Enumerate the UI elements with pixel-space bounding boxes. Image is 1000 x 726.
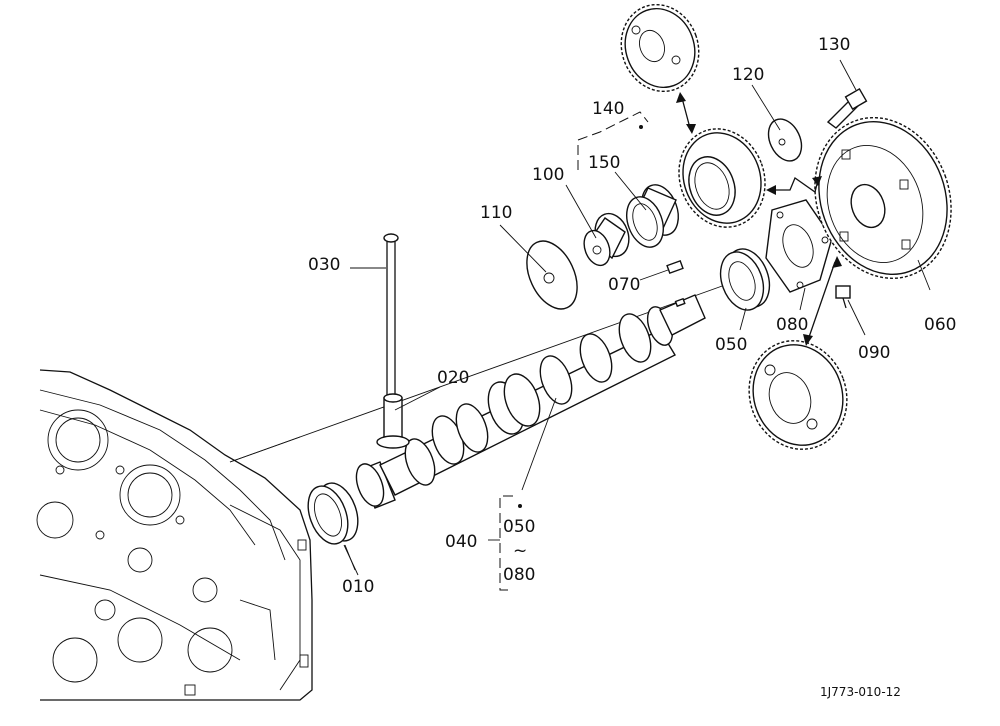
label-150: 150: [588, 153, 620, 173]
arrow-upper-gear: [681, 97, 691, 129]
part-080-gear-plate: [765, 199, 833, 293]
lower-gear-reference: [748, 340, 848, 450]
part-110-thrust-plate: [526, 240, 578, 310]
part-120-washer: [767, 118, 803, 162]
part-150-bushing: [626, 184, 679, 248]
label-130: 130: [818, 35, 850, 55]
drawing-code: 1J773-010-12: [820, 685, 901, 699]
part-020-tappet: [376, 393, 410, 449]
label-100: 100: [532, 165, 564, 185]
part-060-cam-gear: [814, 117, 952, 279]
arrow-lower-gear: [807, 261, 836, 341]
part-030-push-rod: [383, 233, 399, 395]
label-090: 090: [858, 343, 890, 363]
label-040: 040: [445, 532, 477, 552]
engine-block: [36, 369, 313, 701]
part-090-bolt: [835, 285, 851, 309]
part-010-bushing: [307, 482, 359, 571]
label-080: 080: [776, 315, 808, 335]
mesh-arrow: [770, 177, 819, 194]
label-range-tilde: ~: [513, 541, 527, 561]
label-120: 120: [732, 65, 764, 85]
label-070: 070: [608, 275, 640, 295]
label-140: 140: [592, 99, 624, 119]
part-050-ball-bearing: [719, 248, 771, 311]
label-050-range-start: 050: [503, 517, 535, 537]
label-110: 110: [480, 203, 512, 223]
label-060: 060: [924, 315, 956, 335]
part-100-hub: [583, 212, 630, 267]
label-050: 050: [715, 335, 747, 355]
camshaft-axis-line: [229, 284, 726, 463]
label-020: 020: [437, 368, 469, 388]
part-040-camshaft: [355, 294, 706, 509]
part-070-key: [666, 259, 684, 275]
label-010: 010: [342, 577, 374, 597]
label-030: 030: [308, 255, 340, 275]
label-080-range-end: 080: [503, 565, 535, 585]
part-130-bolt: [826, 87, 868, 129]
upper-gear-reference: [620, 3, 700, 93]
part-140-idle-gear: [678, 128, 766, 228]
